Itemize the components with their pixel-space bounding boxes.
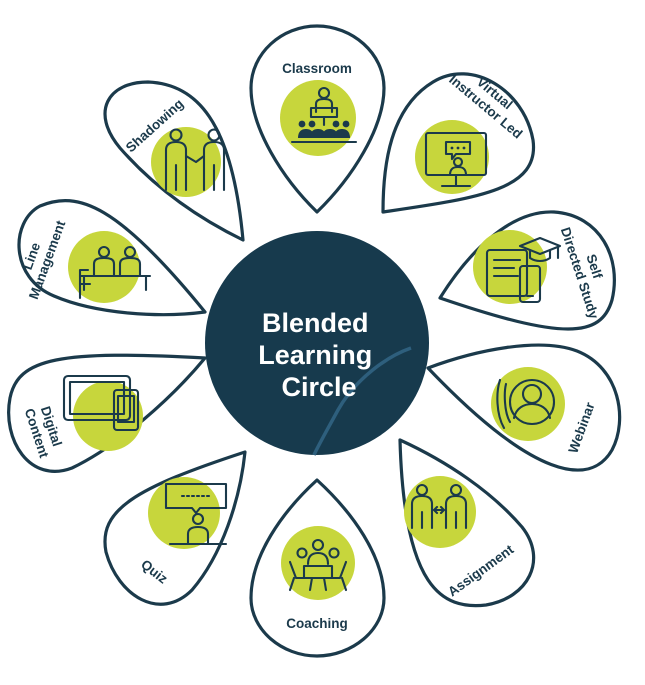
digital-devices-icon (62, 374, 140, 432)
disc-coaching (281, 526, 355, 600)
label-classroom: Classroom (282, 61, 352, 76)
disc-digital-content (73, 381, 143, 451)
quiz-speech-icon (164, 482, 228, 546)
center-hub: Blended Learning Circle (205, 231, 429, 456)
virtual-classroom-icon (424, 131, 488, 188)
self-study-devices-icon (485, 236, 562, 304)
center-circle (205, 231, 429, 455)
center-title-line-1: Blended (262, 308, 369, 338)
label-coaching: Coaching (286, 616, 348, 631)
assignment-exchange-icon (410, 483, 468, 530)
shadowing-people-icon (164, 128, 226, 192)
center-title: Blended Learning Circle (258, 308, 380, 402)
disc-quiz (148, 477, 220, 549)
disc-line-management (68, 231, 140, 303)
center-title-line-3: Circle (281, 372, 356, 402)
center-title-line-2: Learning (258, 340, 372, 370)
manager-desk-icon (78, 245, 152, 300)
classroom-icon (290, 86, 358, 144)
center-accent-arc (312, 346, 412, 456)
coaching-meeting-icon (288, 538, 348, 592)
webinar-person-icon (496, 378, 556, 430)
